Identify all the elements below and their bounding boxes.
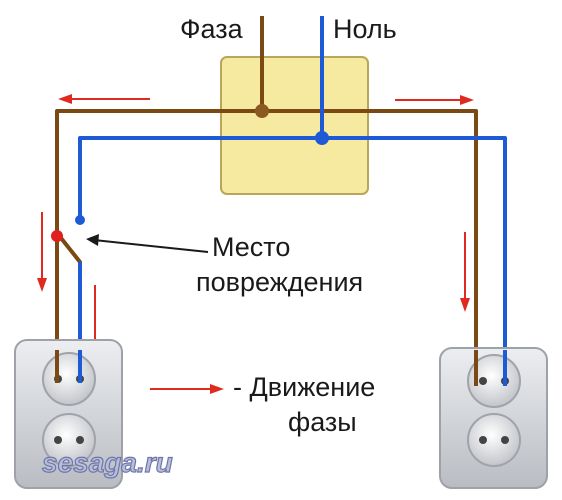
phase-junction-node — [255, 104, 269, 118]
neutral-label: Ноль — [333, 14, 397, 44]
damage-label-line1: Место — [212, 232, 290, 262]
neutral-broken-end — [75, 215, 85, 225]
neutral-junction-node — [315, 131, 329, 145]
watermark: sesaga.ru — [42, 447, 173, 478]
legend-line2: фазы — [288, 407, 357, 437]
socket-icon — [439, 347, 548, 489]
fault-pointer-arrow — [86, 234, 209, 253]
junction-box-icon — [220, 56, 369, 195]
fault-point-icon — [51, 230, 63, 242]
phase-label: Фаза — [180, 14, 244, 44]
legend-line1: - Движение — [233, 372, 375, 402]
damage-label-line2: повреждения — [196, 267, 363, 297]
